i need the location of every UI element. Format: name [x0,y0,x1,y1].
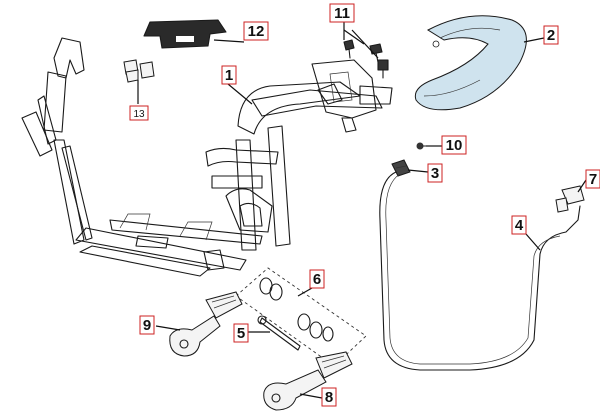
callout-6: 6 [309,269,325,289]
callout-11: 11 [329,3,355,23]
callout-12: 12 [243,21,269,41]
svg-text:12: 12 [248,23,265,40]
callout-10: 10 [441,135,467,155]
bracket-plate-part [143,19,227,49]
grab-rail-part [414,15,527,111]
front-brake-lever-part [263,351,353,411]
callout-13: 13 [129,105,149,121]
callout-2: 2 [543,25,559,45]
callout-7: 7 [585,169,600,189]
rear-brake-lever-part [169,291,243,357]
screws-part [343,39,389,79]
callout-8: 8 [321,387,337,407]
svg-text:2: 2 [547,27,555,44]
svg-text:11: 11 [334,5,350,22]
svg-text:10: 10 [446,137,463,154]
leader-lines [137,22,587,399]
svg-text:6: 6 [313,271,321,288]
callout-4: 4 [511,215,527,235]
callout-1: 1 [221,65,237,85]
main-frame-part [21,37,393,277]
svg-text:9: 9 [143,317,151,334]
svg-text:1: 1 [225,67,233,84]
svg-text:3: 3 [431,165,439,182]
pedal-pivot-kit-part [235,267,367,367]
svg-text:7: 7 [589,171,597,188]
svg-text:5: 5 [237,325,245,342]
pivot-pin-part [257,315,301,351]
cable-part [379,171,585,371]
callout-9: 9 [139,315,155,335]
svg-text:4: 4 [515,217,524,234]
callout-5: 5 [233,323,249,343]
svg-text:8: 8 [325,389,333,406]
svg-text:13: 13 [133,109,145,120]
callout-3: 3 [427,163,443,183]
